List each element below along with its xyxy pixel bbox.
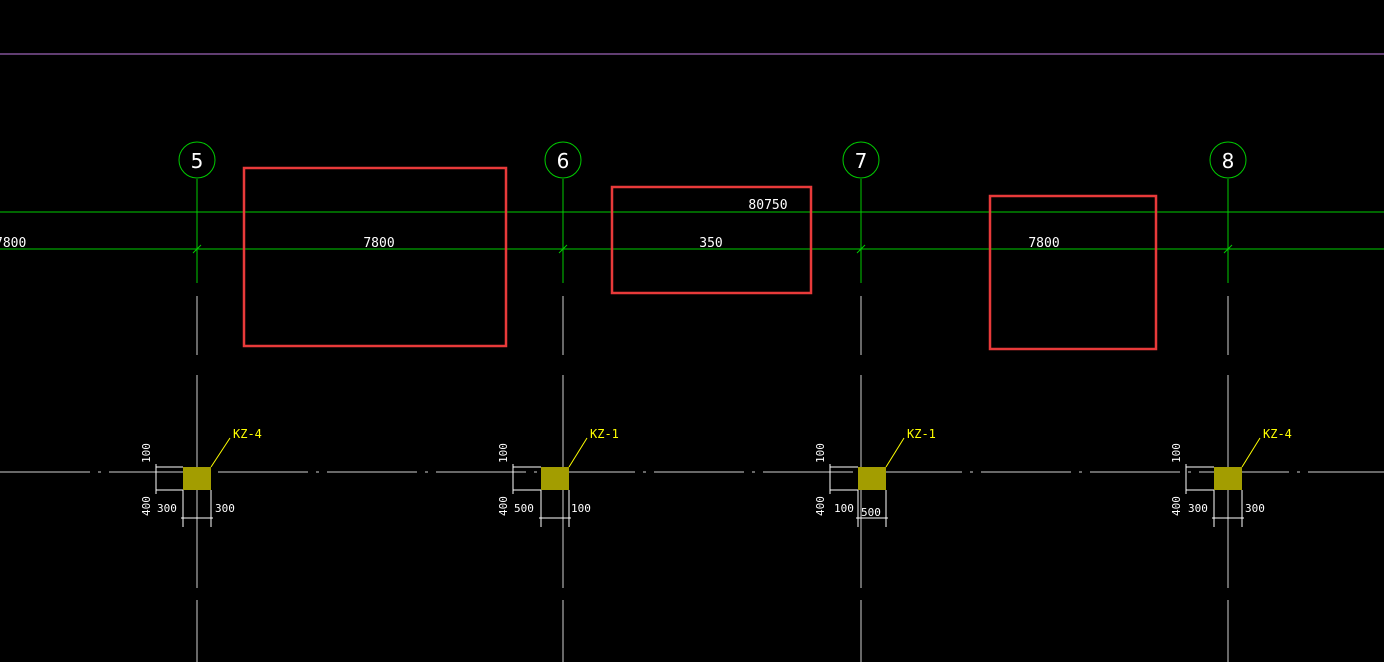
column-group-axis-8: KZ-4 100 400 300 300 [1170, 427, 1292, 527]
dim-left-axis-5: 300 [157, 502, 177, 515]
dim-right-axis-6: 100 [571, 502, 591, 515]
span-label-6-7: 350 [699, 236, 722, 251]
column-leader-axis-6 [568, 437, 588, 468]
dim-right-axis-8: 300 [1245, 502, 1265, 515]
dim-top-axis-6: 100 [497, 443, 510, 463]
dim-left-axis-6: 500 [514, 502, 534, 515]
dim-side-axis-8: 400 [1170, 496, 1183, 516]
dim-side-axis-6: 400 [497, 496, 510, 516]
column-kz-axis-8[interactable] [1214, 467, 1242, 490]
axis-8-bubble[interactable] [1209, 141, 1247, 179]
axis-group-8: 8 [1209, 141, 1247, 662]
dim-right-axis-7: 500 [861, 506, 881, 519]
axis-7-tick [856, 244, 866, 254]
axis-8-tick [1223, 244, 1233, 254]
column-kz-axis-5[interactable] [183, 467, 211, 490]
column-leader-axis-8 [1241, 437, 1261, 468]
column-tag-axis-6: KZ-1 [590, 427, 619, 441]
column-kz-axis-7[interactable] [858, 467, 886, 490]
axis-5-tick [192, 244, 202, 254]
dim-left-axis-8: 300 [1188, 502, 1208, 515]
axis-group-5: 5 [178, 141, 216, 662]
column-group-axis-6: KZ-1 100 400 500 100 [497, 427, 619, 527]
axis-group-7: 7 [842, 141, 880, 662]
column-leader-axis-7 [885, 437, 905, 468]
column-tag-axis-5: KZ-4 [233, 427, 262, 441]
dim-side-axis-7: 400 [814, 496, 827, 516]
dim-right-axis-5: 300 [215, 502, 235, 515]
axis-8-label: 8 [1222, 149, 1235, 173]
highlight-box-1 [242, 166, 508, 348]
axis-6-label: 6 [557, 149, 570, 173]
axis-5-label: 5 [191, 149, 204, 173]
span-label-left-edge: 7800 [0, 236, 26, 251]
axis-7-bubble[interactable] [842, 141, 880, 179]
dim-left-axis-7: 100 [834, 502, 854, 515]
axis-5-bubble[interactable] [178, 141, 216, 179]
axis-group-6: 6 [544, 141, 582, 662]
column-group-axis-7: KZ-1 100 400 100 500 [814, 427, 936, 527]
dim-top-axis-8: 100 [1170, 443, 1183, 463]
highlight-box-2 [610, 185, 813, 295]
span-label-7-8: 7800 [1028, 236, 1059, 251]
column-tag-axis-8: KZ-4 [1263, 427, 1292, 441]
axis-6-tick [558, 244, 568, 254]
dim-top-axis-5: 100 [140, 443, 153, 463]
dim-side-axis-5: 400 [140, 496, 153, 516]
extra-dim-label: 80750 [748, 198, 787, 213]
axis-6-bubble[interactable] [544, 141, 582, 179]
axis-7-label: 7 [855, 149, 868, 173]
dim-top-axis-7: 100 [814, 443, 827, 463]
highlight-box-3 [988, 194, 1158, 351]
column-tag-axis-7: KZ-1 [907, 427, 936, 441]
column-group-axis-5: KZ-4 100 400 300 300 [140, 427, 262, 527]
span-label-5-6: 7800 [363, 236, 394, 251]
column-leader-axis-5 [210, 437, 231, 468]
column-kz-axis-6[interactable] [541, 467, 569, 490]
